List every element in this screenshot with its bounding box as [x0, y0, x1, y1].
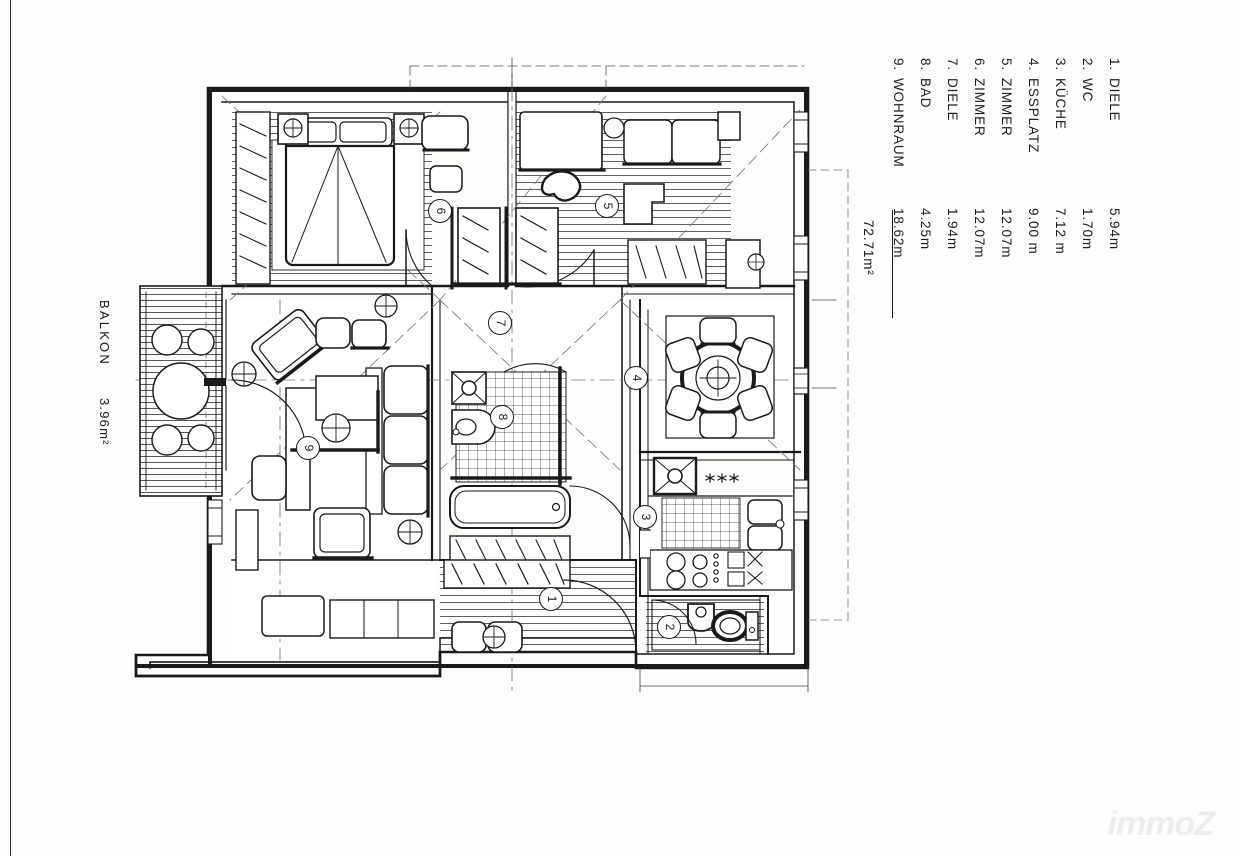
legend-num-9: 9. — [891, 58, 906, 72]
legend-name-6: ZIMMER — [972, 78, 987, 137]
legend-value-2: 1.70m — [1080, 208, 1095, 251]
legend-row-2: 2. WC 1.70m — [1080, 58, 1095, 358]
balcony-area: 3.96m² — [97, 398, 112, 446]
watermark-text: immoZ — [1107, 805, 1215, 843]
room-legend: 1. DIELE 5.94m 2. WC 1.70m 3. KÜCHE 7.12 m 4. E… — [861, 58, 1122, 368]
legend-row-4: 4. ESSPLATZ 9.00 m — [1026, 58, 1041, 358]
legend-row-1: 1. DIELE 5.94m — [1107, 58, 1122, 358]
balcony-label: BALKON — [97, 300, 112, 366]
legend-num-1: 1. — [1107, 58, 1122, 72]
legend-name-7: DIELE — [945, 78, 960, 122]
room-marker-7: 7 — [488, 311, 512, 335]
legend-num-7: 7. — [945, 58, 960, 72]
legend-num-8: 8. — [918, 58, 933, 72]
legend-value-3: 7.12 m — [1053, 208, 1068, 255]
legend-row-5: 5. ZIMMER 12.07m — [999, 58, 1014, 358]
room-marker-4: 4 — [624, 366, 648, 390]
room-marker-8: 8 — [490, 405, 514, 429]
room-marker-6: 6 — [428, 199, 452, 223]
legend-num-6: 6. — [972, 58, 987, 72]
legend-row-6: 6. ZIMMER 12.07m — [972, 58, 987, 358]
immoz-watermark: immoZ — [1107, 805, 1215, 844]
legend-name-5: ZIMMER — [999, 78, 1014, 137]
room-marker-1: 1 — [539, 587, 563, 611]
legend-value-8: 4.25m — [918, 208, 933, 251]
legend-name-2: WC — [1080, 78, 1095, 103]
legend-num-2: 2. — [1080, 58, 1095, 72]
legend-row-7: 7. DIELE 1.94m — [945, 58, 960, 358]
legend-name-4: ESSPLATZ — [1026, 78, 1041, 154]
legend-value-6: 12.07m — [972, 208, 987, 259]
room-marker-2: 2 — [657, 615, 681, 639]
legend-total-value: 72.71m² — [861, 220, 876, 276]
scan-edge-line — [10, 0, 11, 856]
room-marker-9: 9 — [296, 436, 320, 460]
legend-num-3: 3. — [1053, 58, 1068, 72]
legend-row-8: 8. BAD 4.25m — [918, 58, 933, 358]
legend-num-4: 4. — [1026, 58, 1041, 72]
legend-value-4: 9.00 m — [1026, 208, 1041, 255]
legend-name-1: DIELE — [1107, 78, 1122, 122]
legend-total-rule — [892, 210, 894, 318]
legend-name-3: KÜCHE — [1053, 78, 1068, 130]
legend-value-1: 5.94m — [1107, 208, 1122, 251]
legend-num-5: 5. — [999, 58, 1014, 72]
room-marker-5: 5 — [595, 194, 619, 218]
room-marker-3: 3 — [633, 505, 657, 529]
legend-name-8: BAD — [918, 78, 933, 109]
legend-row-3: 3. KÜCHE 7.12 m — [1053, 58, 1068, 358]
legend-value-7: 1.94m — [945, 208, 960, 251]
legend-name-9: WOHNRAUM — [891, 78, 906, 168]
legend-value-5: 12.07m — [999, 208, 1014, 259]
